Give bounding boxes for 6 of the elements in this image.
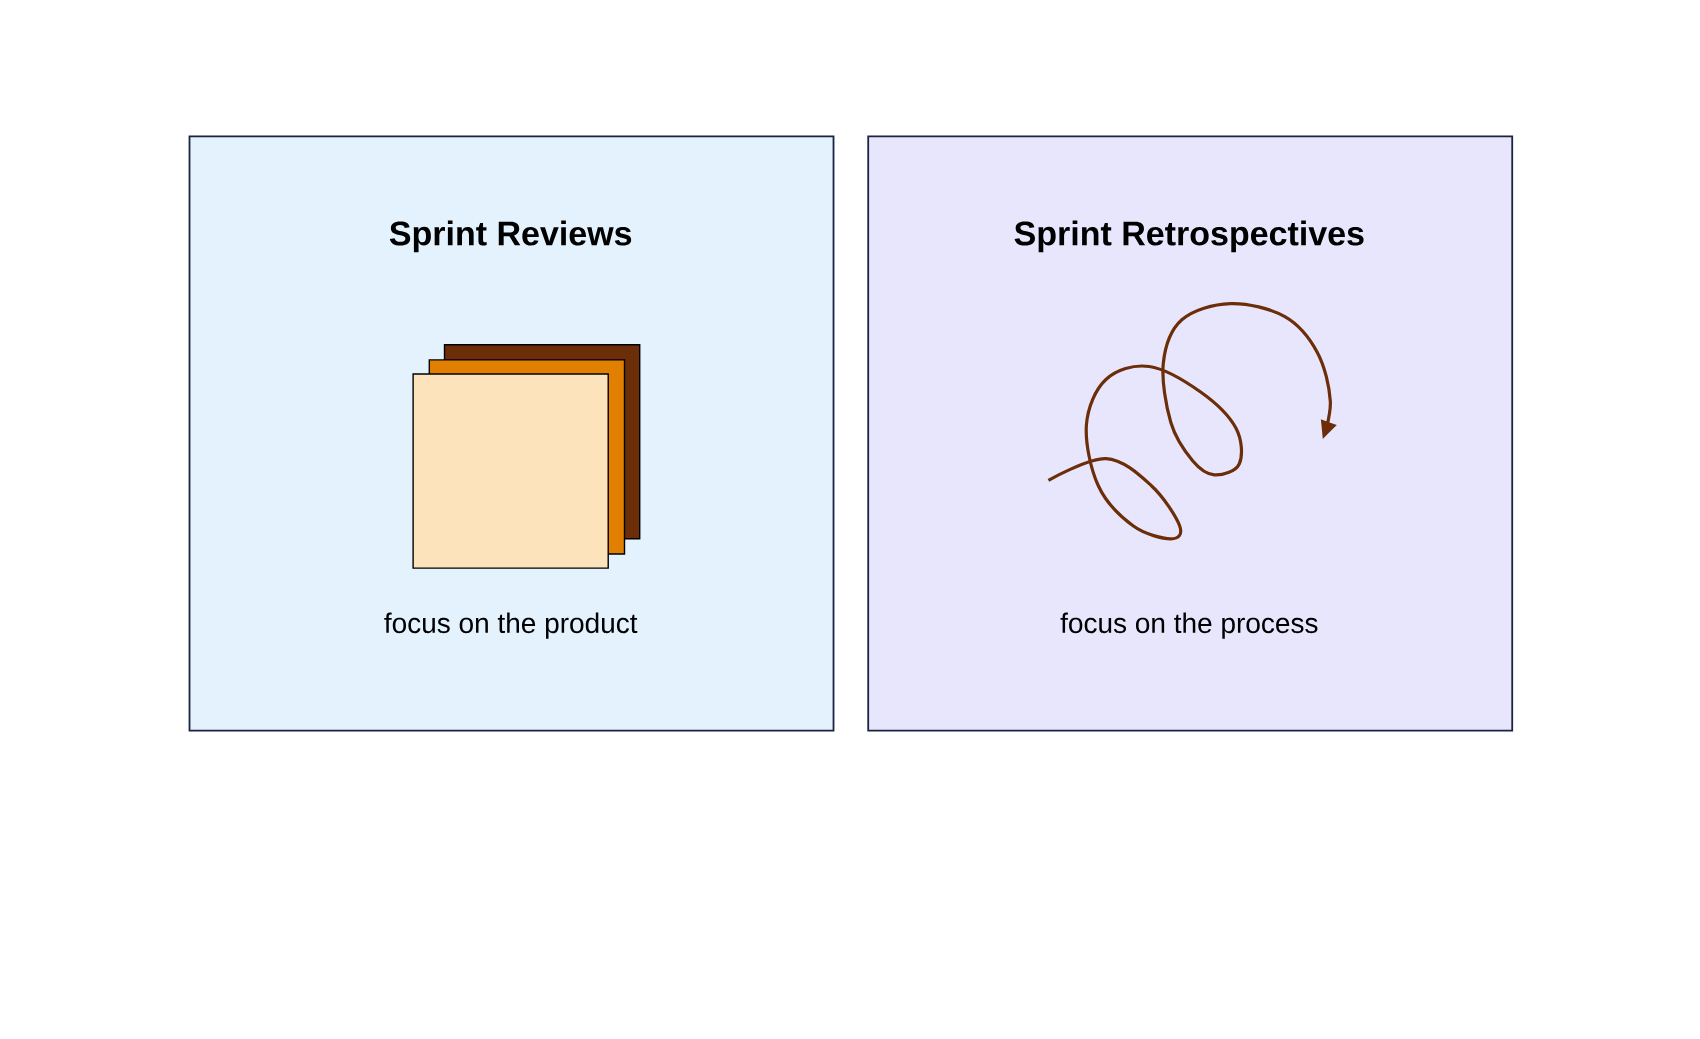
panel-title: Sprint Reviews <box>389 220 632 253</box>
panel <box>867 135 1514 732</box>
caption-text: focus on the process <box>1060 612 1318 639</box>
caption-text: focus on the product <box>384 612 638 639</box>
panel <box>188 135 835 732</box>
panel-title: Sprint Retrospectives <box>1014 220 1364 253</box>
